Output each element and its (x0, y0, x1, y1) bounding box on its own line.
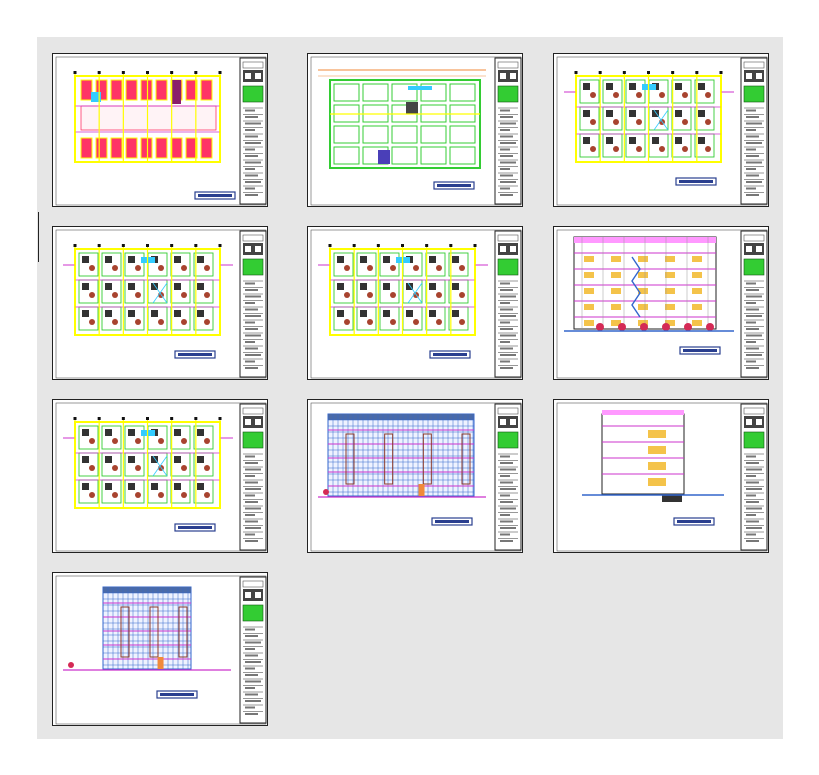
facade-elevation-wide (318, 413, 486, 498)
drawing-sheet-5[interactable] (307, 226, 523, 380)
sheet-drawing-section (556, 229, 768, 379)
title-block (494, 230, 522, 378)
title-block (239, 230, 267, 378)
title-block (494, 57, 522, 205)
sheet-drawing-elevation-narrow (55, 575, 267, 725)
title-block (494, 403, 522, 551)
drawing-sheet-overview (37, 37, 783, 739)
sheet-drawing-plan-furnished (55, 402, 267, 552)
drawing-sheet-4[interactable] (52, 226, 268, 380)
title-block (239, 576, 267, 724)
title-block (740, 230, 768, 378)
sheet-drawing-plan-furnished (310, 229, 522, 379)
drawing-sheet-6[interactable] (553, 226, 769, 380)
drawing-sheet-10[interactable] (52, 572, 268, 726)
drawing-sheet-8[interactable] (307, 399, 523, 553)
drawing-sheet-3[interactable] (553, 53, 769, 207)
building-section-small (582, 410, 724, 502)
title-block (740, 403, 768, 551)
floor-plan-green-rooms (318, 69, 486, 169)
title-block (239, 403, 267, 551)
drawing-sheet-1[interactable] (52, 53, 268, 207)
sheet-drawing-plan-furnished (556, 56, 768, 206)
title-block (239, 57, 267, 205)
side-marker-line (38, 212, 39, 262)
sheet-drawing-elevation-wide (310, 402, 522, 552)
drawing-sheet-7[interactable] (52, 399, 268, 553)
title-block (740, 57, 768, 205)
sheet-drawing-plan-green (310, 56, 522, 206)
building-section (564, 236, 734, 332)
sheet-drawing-plan-furnished (55, 229, 267, 379)
drawing-sheet-2[interactable] (307, 53, 523, 207)
sheet-drawing-section-small (556, 402, 768, 552)
sheet-drawing-plan-pink (55, 56, 267, 206)
drawing-sheet-9[interactable] (553, 399, 769, 553)
facade-elevation-narrow (63, 586, 231, 671)
